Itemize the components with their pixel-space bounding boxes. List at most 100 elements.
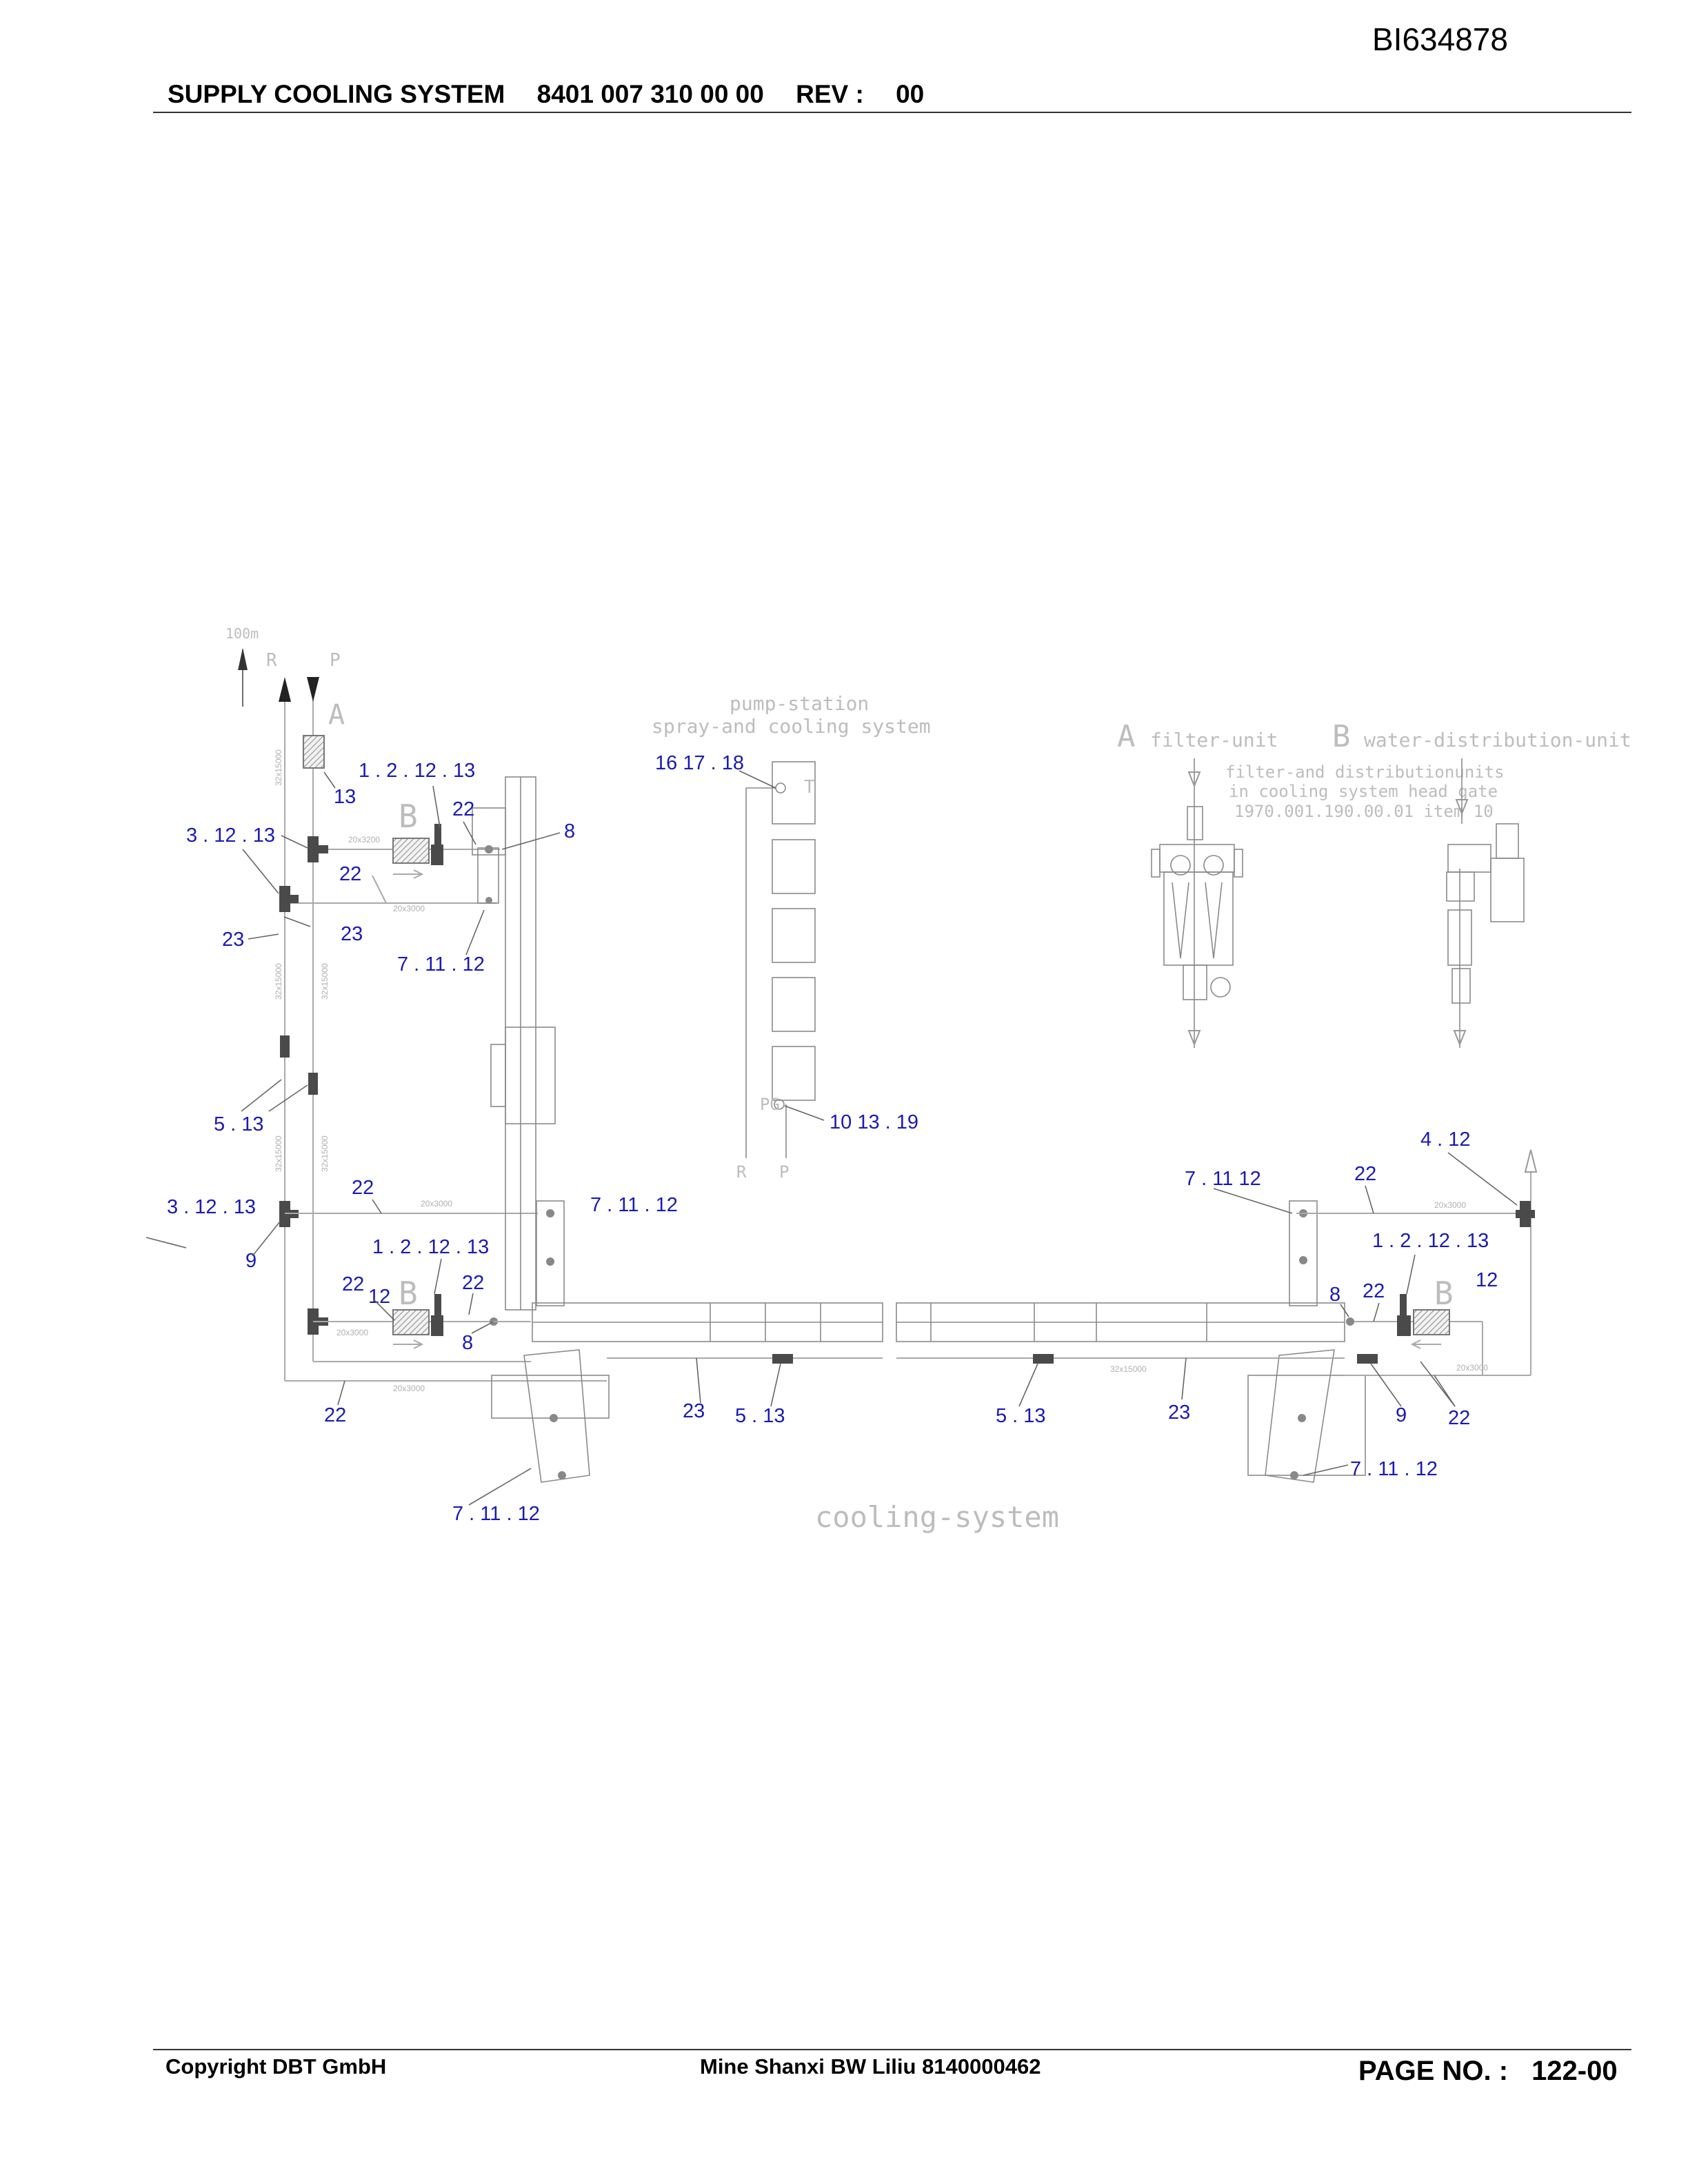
pipe-spec-label: 20x3000: [393, 904, 425, 913]
callout-label: 22: [342, 1273, 364, 1295]
page-label: PAGE NO. :: [1358, 2056, 1509, 2086]
callout-label: 23: [222, 929, 244, 951]
distribution-valve: [1446, 871, 1475, 902]
distribution-body: [1447, 909, 1472, 966]
callout-label: 5 . 13: [735, 1405, 785, 1427]
coupling-valve-icon: [280, 1035, 290, 1058]
callout-label: 22: [339, 863, 361, 885]
callout-label: 1 . 2 . 12 . 13: [359, 760, 475, 782]
coupling-icon: [1346, 1317, 1354, 1326]
callout-label: 22: [324, 1404, 346, 1426]
callout-label: 7 . 11 . 12: [452, 1503, 540, 1525]
callout-label: 22: [1363, 1280, 1385, 1302]
pipe-spec-label: 32x15000: [274, 1135, 283, 1172]
shearer-block: [505, 1027, 556, 1124]
pump-box: [772, 1046, 816, 1101]
valve-stem-icon: [1400, 1294, 1407, 1316]
pipe-spec-label: 20x3000: [336, 1328, 368, 1337]
callout-label: 22: [352, 1177, 374, 1199]
pump-box: [772, 839, 816, 894]
footer-rule: [153, 2049, 1631, 2050]
return-label: R: [266, 650, 277, 671]
callout-label: 23: [683, 1400, 705, 1422]
filter-unit-a-top: [303, 735, 325, 769]
footer-copyright: Copyright DBT GmbH: [165, 2054, 387, 2079]
distribution-unit-marker: B: [1434, 1275, 1454, 1312]
thermometer-label: T: [804, 777, 815, 798]
shearer-connector: [477, 847, 499, 904]
callout-label: 7 . 11 . 12: [1350, 1458, 1438, 1480]
filter-unit-marker: A: [328, 699, 345, 731]
callout-label: 4 . 12: [1420, 1129, 1471, 1151]
filter-cartridge: [1172, 882, 1223, 959]
callout-label: 5 . 13: [996, 1405, 1046, 1427]
coupling-icon: [546, 1209, 554, 1217]
gob-frame-left: [491, 1375, 610, 1419]
valve-stem-icon: [434, 824, 441, 845]
page-value: 122-00: [1531, 2056, 1618, 2086]
ranging-arm-right: [1289, 1200, 1318, 1306]
document-id: BI634878: [1372, 21, 1508, 57]
pump-box: [772, 977, 816, 1032]
ball-valve-icon: [1397, 1315, 1411, 1336]
coupling-valve-icon: [1033, 1354, 1054, 1364]
drain-valve-icon: [1210, 977, 1231, 998]
callout-label: 7 . 11 . 12: [397, 953, 485, 975]
pump-pressure-label: P: [779, 1162, 789, 1182]
callout-label: 16 17 . 18: [655, 752, 744, 774]
callout-label: 10 13 . 19: [830, 1111, 918, 1133]
callout-label: 12: [1476, 1269, 1498, 1291]
coupling-icon: [558, 1471, 566, 1479]
distribution-unit-b-lower: [392, 1309, 430, 1335]
callout-label: 22: [452, 798, 474, 820]
pump-box: [772, 908, 816, 963]
callout-label: 8: [462, 1332, 473, 1354]
filter-gauge-icon: [1203, 855, 1224, 876]
depth-label: 100m: [225, 625, 259, 642]
pipe-spec-label: 20x3000: [1456, 1363, 1488, 1373]
t-valve-icon: [1516, 1210, 1535, 1218]
gob-frame-right: [1247, 1375, 1366, 1476]
ball-valve-icon: [431, 1315, 443, 1336]
header-rule: [153, 112, 1631, 113]
branch-bend: [372, 875, 387, 904]
down-arrow-icon: [1455, 799, 1469, 816]
pump-tank-box: [772, 761, 816, 825]
cooling-system-caption: cooling-system: [815, 1500, 1059, 1534]
callout-label: 1 . 2 . 12 . 13: [372, 1236, 489, 1258]
pump-return-label: R: [736, 1162, 747, 1182]
t-valve-icon: [279, 895, 299, 903]
filter-bracket: [1151, 849, 1160, 878]
callout-label: 7 . 11 12: [1185, 1168, 1261, 1190]
page-header: SUPPLY COOLING SYSTEM 8401 007 310 00 00…: [168, 80, 949, 109]
callout-label: 12: [368, 1286, 390, 1308]
pump-station: T PG R P pump-station spray-and cooling …: [652, 692, 931, 1182]
header-title: SUPPLY COOLING SYSTEM: [168, 80, 505, 108]
up-arrow-icon: [1524, 1149, 1538, 1173]
callout-label: 3 . 12 . 13: [167, 1196, 256, 1218]
distribution-unit-letter: B: [1332, 719, 1351, 754]
thermometer-icon: [775, 782, 786, 793]
ball-valve-icon: [431, 845, 443, 865]
t-valve-icon: [308, 845, 328, 853]
filter-outlet: [1183, 964, 1207, 1000]
coupling-icon: [1298, 1414, 1306, 1422]
valve-stem-icon: [434, 1294, 441, 1316]
return-arrow-icon: [279, 677, 291, 702]
callout-label: 23: [1168, 1402, 1190, 1424]
coupling-icon: [546, 1257, 554, 1266]
down-arrow-icon: [1187, 771, 1201, 788]
filter-unit-letter: A: [1117, 719, 1136, 754]
pipe-spec-label: 20x3000: [1434, 1200, 1466, 1210]
flow-arrow-icon: [393, 1339, 424, 1349]
distribution-unit-b-upper: [392, 838, 430, 864]
callout-label: 22: [462, 1272, 484, 1294]
pipe-spec-label: 20x3200: [348, 835, 380, 845]
filter-unit-caption: filter-unit: [1150, 729, 1278, 751]
pipe-spec-label: 20x3000: [421, 1199, 452, 1209]
pipe-spec-label: 32x15000: [274, 749, 283, 786]
callout-label: 22: [1448, 1407, 1470, 1429]
pipe-spec-label: 32x15000: [274, 963, 283, 1000]
distribution-inlet: [1496, 823, 1519, 859]
